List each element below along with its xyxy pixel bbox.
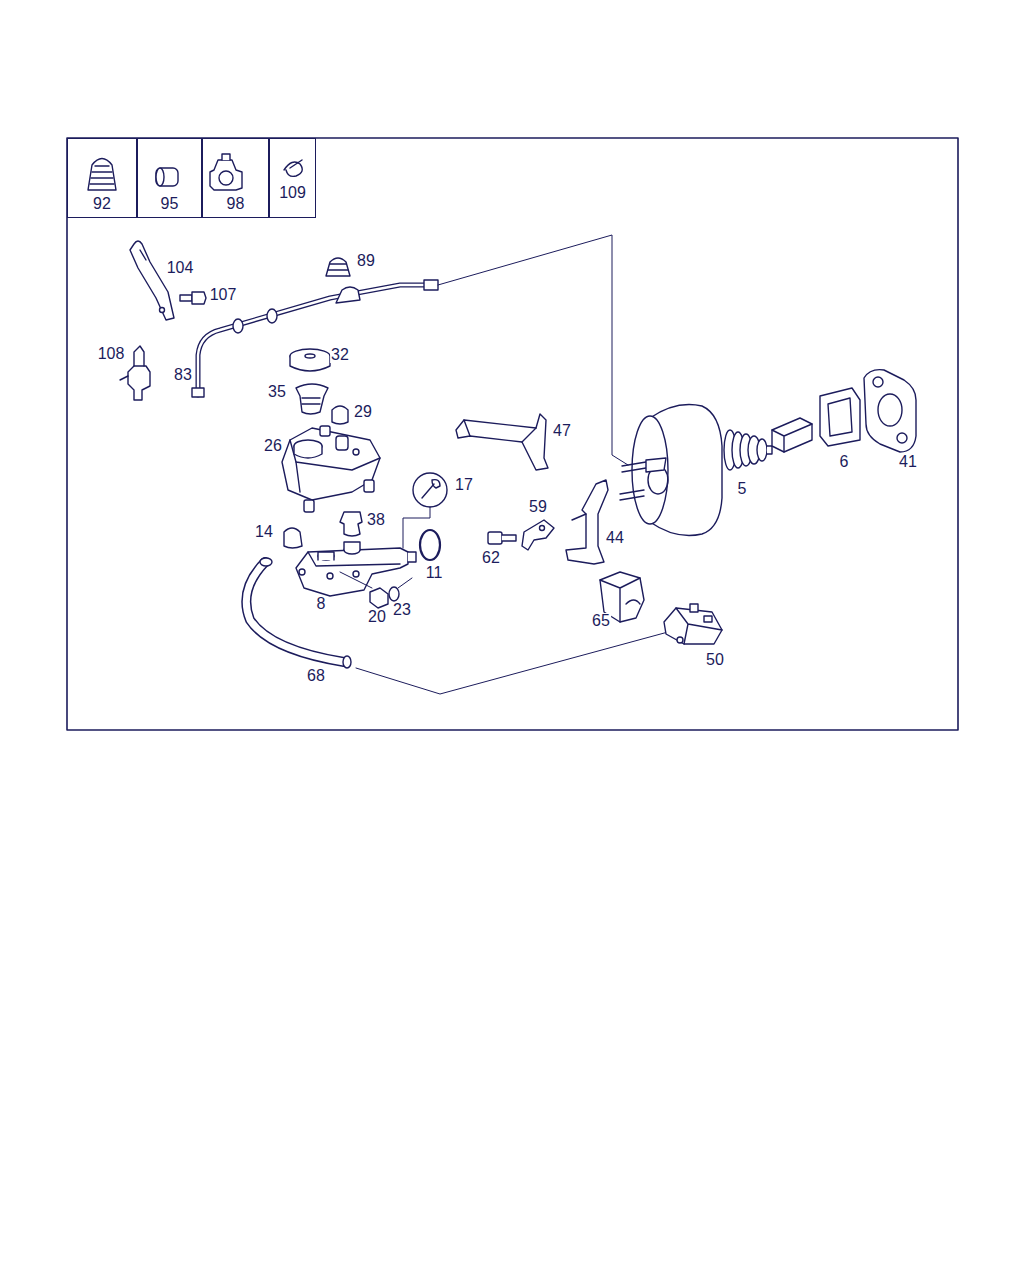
callout-number: 107	[209, 287, 238, 303]
callout-number: 41	[898, 454, 918, 470]
callout-number: 14	[254, 524, 274, 540]
callout-number: 26	[263, 438, 283, 454]
callout-number: 98	[203, 196, 268, 212]
callout-number: 83	[173, 367, 193, 383]
callout-number: 104	[166, 260, 195, 276]
callout-number: 8	[316, 596, 327, 612]
legend-cell: 109	[269, 138, 316, 218]
callout-number: 29	[353, 404, 373, 420]
callout-number: 20	[367, 609, 387, 625]
callout-number: 5	[737, 481, 748, 497]
callout-number: 62	[481, 550, 501, 566]
callout-number: 35	[267, 384, 287, 400]
callout-number: 23	[392, 602, 412, 618]
callout-number: 11	[425, 565, 444, 581]
callout-number: 89	[356, 253, 376, 269]
callout-number: 65	[591, 613, 611, 629]
legend-cell: 95	[137, 138, 202, 218]
callout-number: 59	[528, 499, 548, 515]
legend-cell: 92	[67, 138, 137, 218]
callout-number: 68	[306, 668, 326, 684]
callout-number: 108	[97, 346, 126, 362]
callout-number: 17	[454, 477, 474, 493]
callout-number: 92	[68, 196, 136, 212]
callout-number: 44	[605, 530, 625, 546]
callout-number: 47	[552, 423, 572, 439]
callout-number: 95	[138, 196, 201, 212]
legend-cell: 98	[202, 138, 269, 218]
callout-number: 109	[270, 185, 315, 201]
callout-number: 32	[330, 347, 350, 363]
callout-number: 50	[705, 652, 725, 668]
callout-number: 6	[839, 454, 850, 470]
callout-number: 38	[366, 512, 386, 528]
